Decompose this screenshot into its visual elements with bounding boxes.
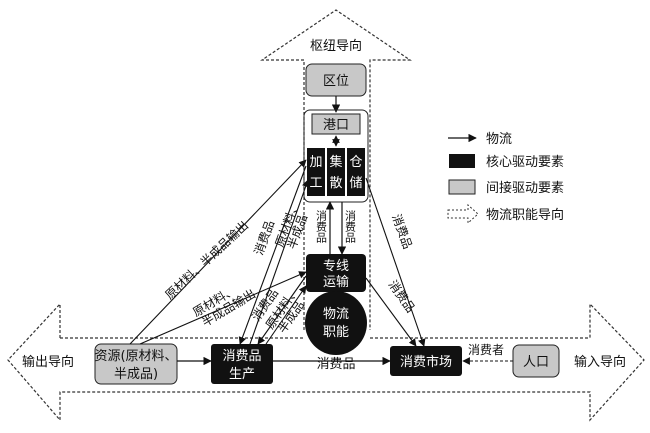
legend-function-orientation: 物流职能导向 (486, 207, 564, 223)
legend-indirect-driver: 间接驱动要素 (486, 180, 564, 196)
resources-line1: 资源(原材料、 (94, 349, 177, 364)
logistics-function-line1: 物流 (323, 307, 349, 322)
population-label: 人口 (523, 355, 549, 370)
dedicated-transport-line2: 运输 (323, 274, 349, 290)
logistics-function-line2: 职能 (323, 325, 349, 340)
port-group-frame (303, 109, 369, 203)
legend: 物流 核心驱动要素 间接驱动要素 物流职能导向 (447, 132, 564, 225)
output-orientation-label: 输出导向 (22, 354, 74, 370)
label-consumer-goods-down-left: 消费品 (315, 209, 328, 243)
distribution-box (327, 148, 345, 196)
resources-box (94, 343, 178, 385)
legend-core-driver: 核心驱动要素 (486, 155, 564, 170)
processing-char2: 工 (309, 176, 322, 191)
logistics-function-ellipse (305, 291, 367, 355)
input-orientation-label: 输入导向 (574, 354, 626, 370)
storage-box (347, 148, 365, 196)
label-consumers: 消费者 (468, 343, 504, 357)
location-label: 区位 (323, 74, 349, 89)
storage-char2: 储 (349, 176, 362, 191)
distribution-char1: 集 (329, 154, 342, 170)
storage-char1: 仓 (349, 155, 362, 170)
production-line1: 消费品 (222, 349, 261, 364)
distribution-char2: 散 (329, 176, 342, 191)
label-consumer-goods-down-right: 消费品 (344, 209, 357, 243)
consumer-market-box (390, 346, 462, 376)
horizontal-orientation-arrow (7, 302, 645, 422)
label-consumer-goods-right: 消费品 (389, 212, 414, 251)
hub-orientation-label: 枢纽导向 (310, 38, 362, 54)
dedicated-transport-box (306, 254, 366, 292)
label-raw-semi-output-a: 原材料、半成品输出 (162, 218, 251, 303)
legend-orientation-swatch (447, 203, 479, 225)
legend-indirect-swatch (448, 179, 476, 195)
processing-char1: 加 (309, 155, 322, 170)
port-box (311, 113, 361, 135)
legend-core-swatch (449, 154, 475, 168)
production-line2: 生产 (229, 367, 255, 382)
processing-box (307, 148, 325, 196)
dedicated-transport-line1: 专线 (323, 259, 349, 274)
label-consumer-goods-diag: 消费品 (252, 218, 277, 257)
resources-line2: 半成品) (114, 367, 158, 382)
label-consumer-goods-right2: 消费品 (386, 278, 418, 316)
port-label: 港口 (323, 118, 349, 133)
hub-orientation-arrow (260, 9, 412, 330)
label-consumer-goods-bottom: 消费品 (316, 357, 355, 372)
consumer-market-label: 消费市场 (400, 354, 452, 370)
legend-logistics-flow: 物流 (486, 132, 512, 147)
consumer-goods-production-box (211, 344, 273, 384)
